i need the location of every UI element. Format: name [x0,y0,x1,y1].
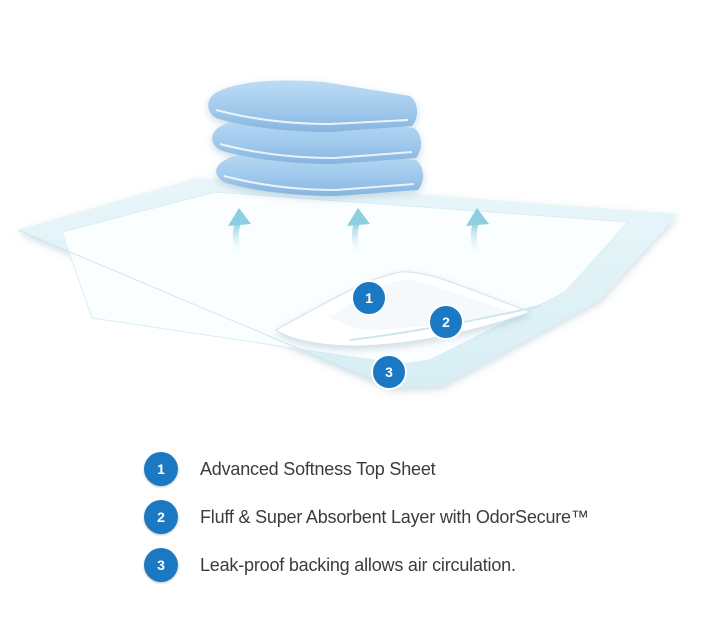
legend-item-3: 3 Leak-proof backing allows air circulat… [144,541,704,589]
svg-text:2: 2 [442,314,450,330]
legend-item-1: 1 Advanced Softness Top Sheet [144,445,704,493]
underpad [17,178,678,389]
airflow-arrow-icon-1 [228,208,251,261]
callout-badge-2: 2 [428,304,464,340]
callout-badge-3: 3 [371,354,407,390]
product-illustration: 1 2 3 [17,80,678,390]
legend-badge: 2 [144,500,178,534]
folded-pad-1 [208,80,418,132]
folded-pad-stack [208,80,424,196]
legend-badge: 1 [144,452,178,486]
legend-label: Leak-proof backing allows air circulatio… [200,554,516,575]
legend-badge: 3 [144,548,178,582]
legend-label: Fluff & Super Absorbent Layer with OdorS… [200,506,589,527]
legend-item-2: 2 Fluff & Super Absorbent Layer with Odo… [144,493,704,541]
svg-text:1: 1 [365,290,373,306]
airflow-arrow-icon-3 [466,208,489,261]
airflow-arrow-icon-2 [347,208,370,261]
legend-label: Advanced Softness Top Sheet [200,458,436,479]
svg-text:3: 3 [385,364,393,380]
legend: 1 Advanced Softness Top Sheet 2 Fluff & … [144,445,704,589]
callout-badge-1: 1 [351,280,387,316]
